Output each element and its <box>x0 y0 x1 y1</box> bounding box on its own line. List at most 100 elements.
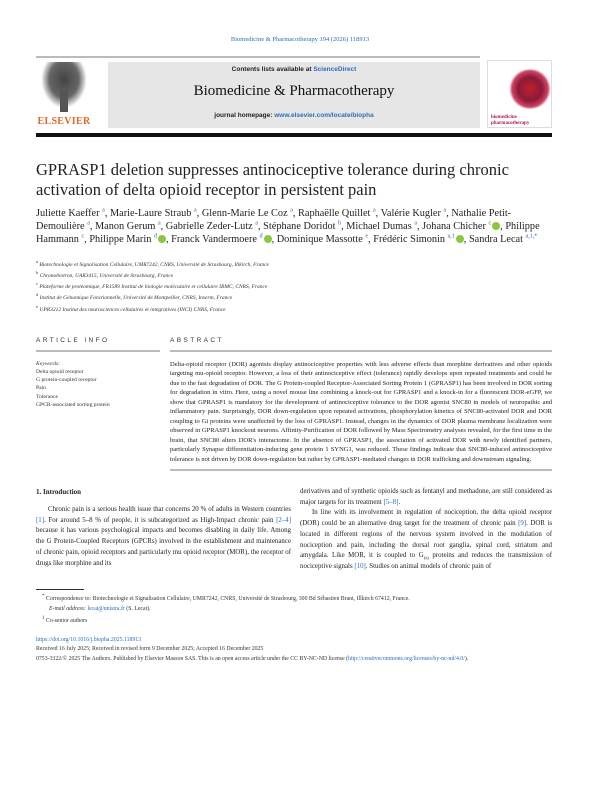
author[interactable]: Stéphane Doridot b <box>263 220 342 231</box>
orcid-icon[interactable] <box>492 222 501 231</box>
affiliation-marker[interactable]: c <box>81 233 85 240</box>
author[interactable]: Manon Gerum a <box>95 220 161 232</box>
keyword: Pain <box>36 385 46 392</box>
paragraph: derivatives and of synthetic opioids suc… <box>300 487 552 508</box>
sciencedirect-link[interactable]: ScienceDirect <box>313 66 357 73</box>
footnotes: * Correspondence to: Biotechnologie et S… <box>36 592 552 626</box>
affiliation-key: c <box>36 281 38 287</box>
citation-link[interactable]: [1] <box>36 516 45 524</box>
keyword: GPCR-associated sorting protein <box>36 402 110 409</box>
affiliation-text: UPR3212 Institut des neurosciences cellu… <box>39 306 226 313</box>
correspondence-text: Correspondence to: Biotechnologie et Sig… <box>45 595 410 602</box>
elsevier-logo[interactable]: ELSEVIER <box>36 62 92 130</box>
article-title: GPRASP1 deletion suppresses antinocicept… <box>36 160 509 199</box>
author-name: Raphaëlle Quillet <box>298 208 371 219</box>
divider <box>170 349 552 352</box>
affiliation-marker[interactable]: a <box>255 220 258 227</box>
author-list: Juliette Kaeffer a, Marie-Laure Straub a… <box>36 207 540 245</box>
orcid-icon[interactable] <box>157 235 166 244</box>
correspondence-note: * Correspondence to: Biotechnologie et S… <box>42 593 410 602</box>
journal-cover-image[interactable]: biomedicine pharmacotherapy <box>487 60 552 128</box>
author-name: Dominique Massotte <box>276 233 363 245</box>
keyword: G protein-coupled receptor <box>36 377 97 384</box>
text-run: In line with its involvement in regulati… <box>300 509 552 528</box>
affiliation-text: Institut de Génomique Fonctionnelle, Uni… <box>39 295 233 302</box>
author[interactable]: Philippe Marin d <box>89 233 166 245</box>
orcid-icon[interactable] <box>455 235 464 244</box>
citation-link[interactable]: [10] <box>354 562 366 570</box>
divider <box>36 56 480 58</box>
license-text: 0753-3322/© 2025 The Authors. Published … <box>36 655 469 662</box>
affiliation-marker[interactable]: a,1 <box>447 233 455 240</box>
body-column-left: 1. Introduction Chronic pain is a seriou… <box>36 487 291 573</box>
citation-link[interactable]: [2–4] <box>276 516 291 524</box>
author[interactable]: Glenn-Marie Le Coz a <box>202 208 293 219</box>
author[interactable]: Philippe Hammann c <box>36 221 540 245</box>
text-run: derivatives and of synthetic opioids suc… <box>300 488 552 506</box>
author-name: Glenn-Marie Le Coz <box>201 208 288 219</box>
keywords: Keywords: Delta opioid receptor G protei… <box>36 360 160 410</box>
affiliation-key: a <box>36 259 38 265</box>
author[interactable]: Frédéric Simonin a,1 <box>373 233 464 245</box>
doi-link[interactable]: https://doi.org/10.1016/j.biopha.2025.11… <box>36 636 142 643</box>
keyword: Delta opioid receptor <box>36 368 84 375</box>
affiliation-marker[interactable]: d <box>153 233 157 240</box>
author[interactable]: Michael Dumas a <box>346 220 417 231</box>
divider <box>36 349 160 352</box>
author[interactable]: Raphaëlle Quillet a <box>298 208 376 219</box>
text-run: because it has various psychological imp… <box>36 527 291 567</box>
affiliation: b Chronobiotron, UAR3415, Université de … <box>36 269 552 280</box>
author[interactable]: Sandra Lecat a,1,* <box>468 233 538 245</box>
introduction: 1. Introduction Chronic pain is a seriou… <box>36 487 552 573</box>
author[interactable]: Nathalie Petit-Demoulière a <box>36 208 511 232</box>
affiliation-marker[interactable]: a <box>372 207 376 214</box>
citation-link[interactable]: [5–8] <box>383 498 399 506</box>
author[interactable]: Dominique Massotte e <box>276 233 369 245</box>
affiliation-marker[interactable]: a,1,* <box>525 233 538 240</box>
running-head[interactable]: Biomedicine & Pharmacotherapy 194 (2026)… <box>230 36 370 43</box>
divider <box>170 469 552 472</box>
tree-icon <box>38 62 90 112</box>
author-name: Johana Chicher <box>422 220 486 232</box>
text-run: . For around 5–8 % of people, it is subc… <box>44 516 277 524</box>
affiliation-marker[interactable]: a <box>290 207 293 214</box>
text-run: proteins and reduces the transmission of… <box>300 552 552 570</box>
publication-info: https://doi.org/10.1016/j.biopha.2025.11… <box>36 636 552 665</box>
article-info-heading: ARTICLE INFO <box>36 336 110 344</box>
author[interactable]: Gabrielle Zeder-Lutz a <box>165 220 258 232</box>
received-dates: Received 16 July 2025; Received in revis… <box>36 646 264 653</box>
affiliation-marker[interactable]: a <box>157 220 161 227</box>
email-link[interactable]: lecat@unistra.fr <box>87 605 125 612</box>
author-name: Sandra Lecat <box>468 233 523 245</box>
author[interactable]: Franck Vandermoere d <box>171 233 272 245</box>
affiliation-marker[interactable]: a <box>443 207 447 214</box>
author-name: Valérie Kugler <box>380 208 441 219</box>
journal-title: Biomedicine & Pharmacotherapy <box>193 83 395 99</box>
orcid-icon[interactable] <box>263 235 272 244</box>
affiliation-marker[interactable]: b <box>338 220 342 227</box>
affiliation-marker[interactable]: a <box>194 207 197 214</box>
author-name: Gabrielle Zeder-Lutz <box>165 220 253 232</box>
email-label: E-mail address: <box>49 605 86 612</box>
journal-banner: Contents lists available at ScienceDirec… <box>108 62 480 128</box>
author[interactable]: Valérie Kugler a <box>381 208 447 219</box>
subscript: i/o <box>423 556 429 562</box>
author[interactable]: Juliette Kaeffer a <box>36 208 105 219</box>
author[interactable]: Marie-Laure Straub a <box>110 208 197 219</box>
homepage-line: journal homepage: www.elsevier.com/locat… <box>108 112 480 119</box>
affiliation-marker[interactable]: c <box>488 220 492 227</box>
section-heading-introduction: 1. Introduction <box>36 488 81 497</box>
article-info: ARTICLE INFO Keywords: Delta opioid rece… <box>36 336 160 480</box>
abstract-text: Delta-opioid receptor (DOR) agonists dis… <box>170 360 552 463</box>
affiliation-marker[interactable]: a <box>102 207 105 214</box>
affiliation-marker[interactable]: a <box>414 220 417 227</box>
author[interactable]: Johana Chicher c <box>422 220 501 232</box>
affiliation-marker[interactable]: e <box>365 233 369 240</box>
license-link[interactable]: http://creativecommons.org/licenses/by-n… <box>348 655 465 662</box>
homepage-link[interactable]: www.elsevier.com/locate/biopha <box>274 112 374 119</box>
affiliation-marker[interactable]: d <box>259 233 263 240</box>
citation-link[interactable]: [9] <box>518 520 527 528</box>
article-info-row: ARTICLE INFO Keywords: Delta opioid rece… <box>36 336 552 480</box>
affiliation-marker[interactable]: a <box>87 220 90 227</box>
author-name: Manon Gerum <box>95 220 156 232</box>
